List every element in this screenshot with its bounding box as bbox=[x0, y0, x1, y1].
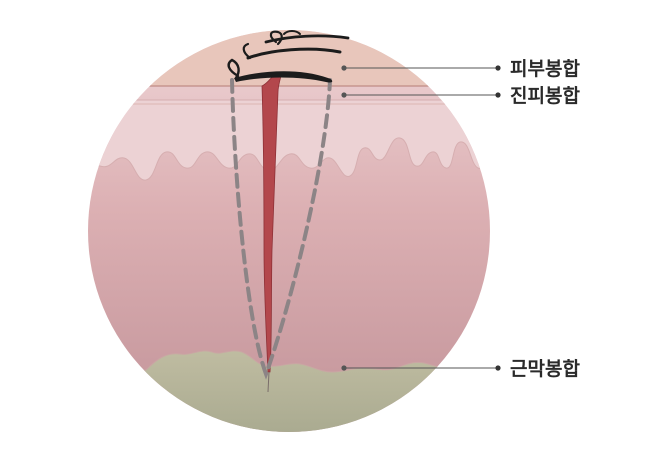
label-fascia-suture: 근막봉합 bbox=[510, 358, 580, 380]
label-dermis-suture: 진피봉합 bbox=[510, 85, 580, 107]
skin-suture-threads bbox=[227, 30, 350, 83]
skin-suture-middle-thread bbox=[246, 47, 342, 60]
leader-end-dot bbox=[495, 65, 501, 71]
callout-skin-suture: 피부봉합 bbox=[341, 58, 580, 80]
suture-knot-icon bbox=[283, 30, 301, 35]
suture-knot-icon bbox=[227, 58, 240, 80]
wound-base-line bbox=[267, 371, 270, 393]
leader-end-dot bbox=[495, 92, 501, 98]
skin-suture-bottom-thread bbox=[234, 71, 333, 83]
callout-fascia-suture: 근막봉합 bbox=[341, 358, 580, 380]
callout-dermis-suture: 진피봉합 bbox=[341, 85, 580, 107]
suture-knot-icon bbox=[242, 42, 252, 60]
suture-knot-icon bbox=[269, 30, 283, 46]
dermis-suture-loop bbox=[230, 78, 332, 380]
leader-end-dot bbox=[495, 365, 501, 371]
tissue-cross-section bbox=[88, 30, 490, 432]
label-skin-suture: 피부봉합 bbox=[510, 58, 580, 80]
